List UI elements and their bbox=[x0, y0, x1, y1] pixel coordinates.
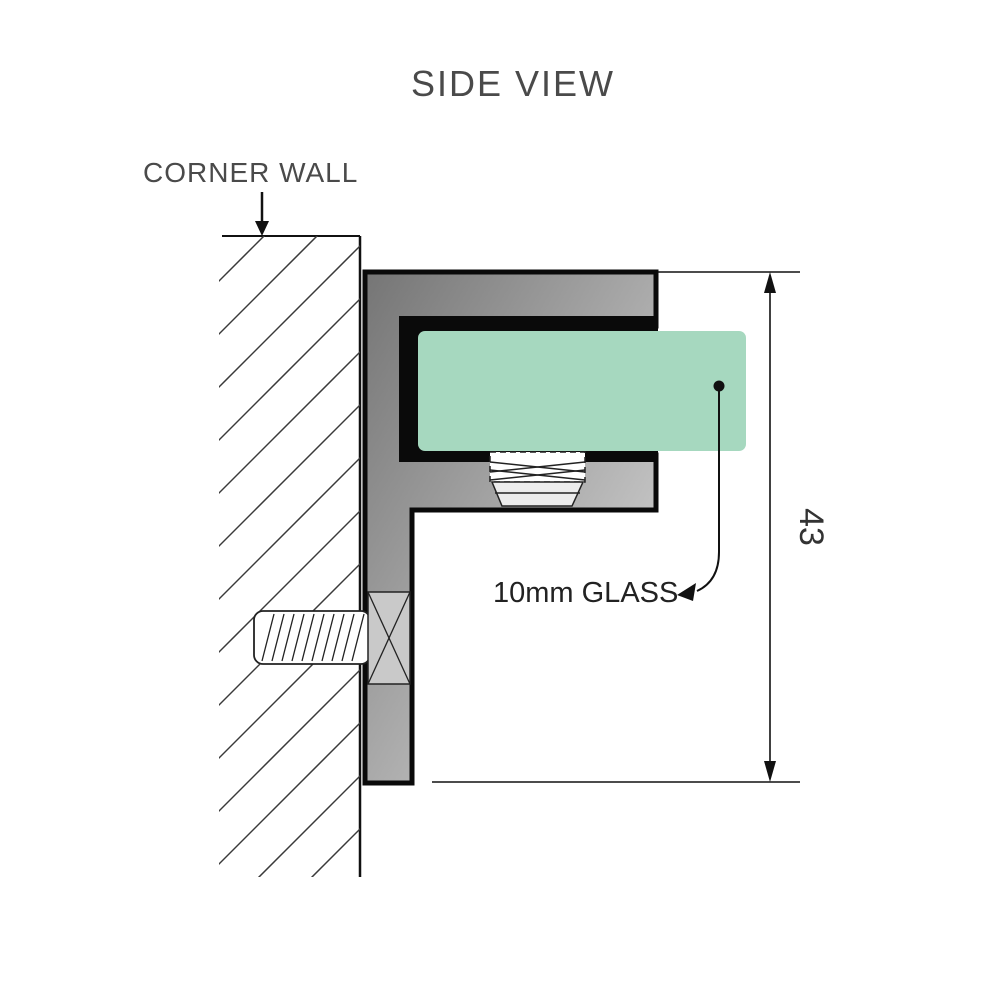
corner-wall-label: CORNER WALL bbox=[143, 157, 358, 188]
leader-line bbox=[696, 386, 720, 592]
screw-thread-lines bbox=[261, 613, 365, 662]
grub-screw bbox=[489, 451, 586, 507]
glass-panel bbox=[418, 331, 746, 451]
dimension-value: 43 bbox=[792, 508, 830, 546]
corner-wall-callout: CORNER WALL bbox=[143, 157, 358, 236]
grub-screw-head bbox=[490, 481, 585, 507]
dimension-43 bbox=[432, 271, 800, 783]
wall-section bbox=[219, 235, 362, 877]
glass-label: 10mm GLASS bbox=[493, 577, 678, 609]
page-title: SIDE VIEW bbox=[411, 63, 615, 104]
corner-wall-arrow-icon bbox=[255, 192, 269, 236]
glass-callout: 10mm GLASS bbox=[493, 380, 725, 609]
wall-hatching bbox=[219, 236, 360, 877]
leader-arrow-icon bbox=[677, 583, 696, 601]
dimension-arrow-down-icon bbox=[764, 761, 776, 782]
dimension-arrow-up-icon bbox=[764, 272, 776, 293]
wall-screw bbox=[253, 591, 411, 685]
